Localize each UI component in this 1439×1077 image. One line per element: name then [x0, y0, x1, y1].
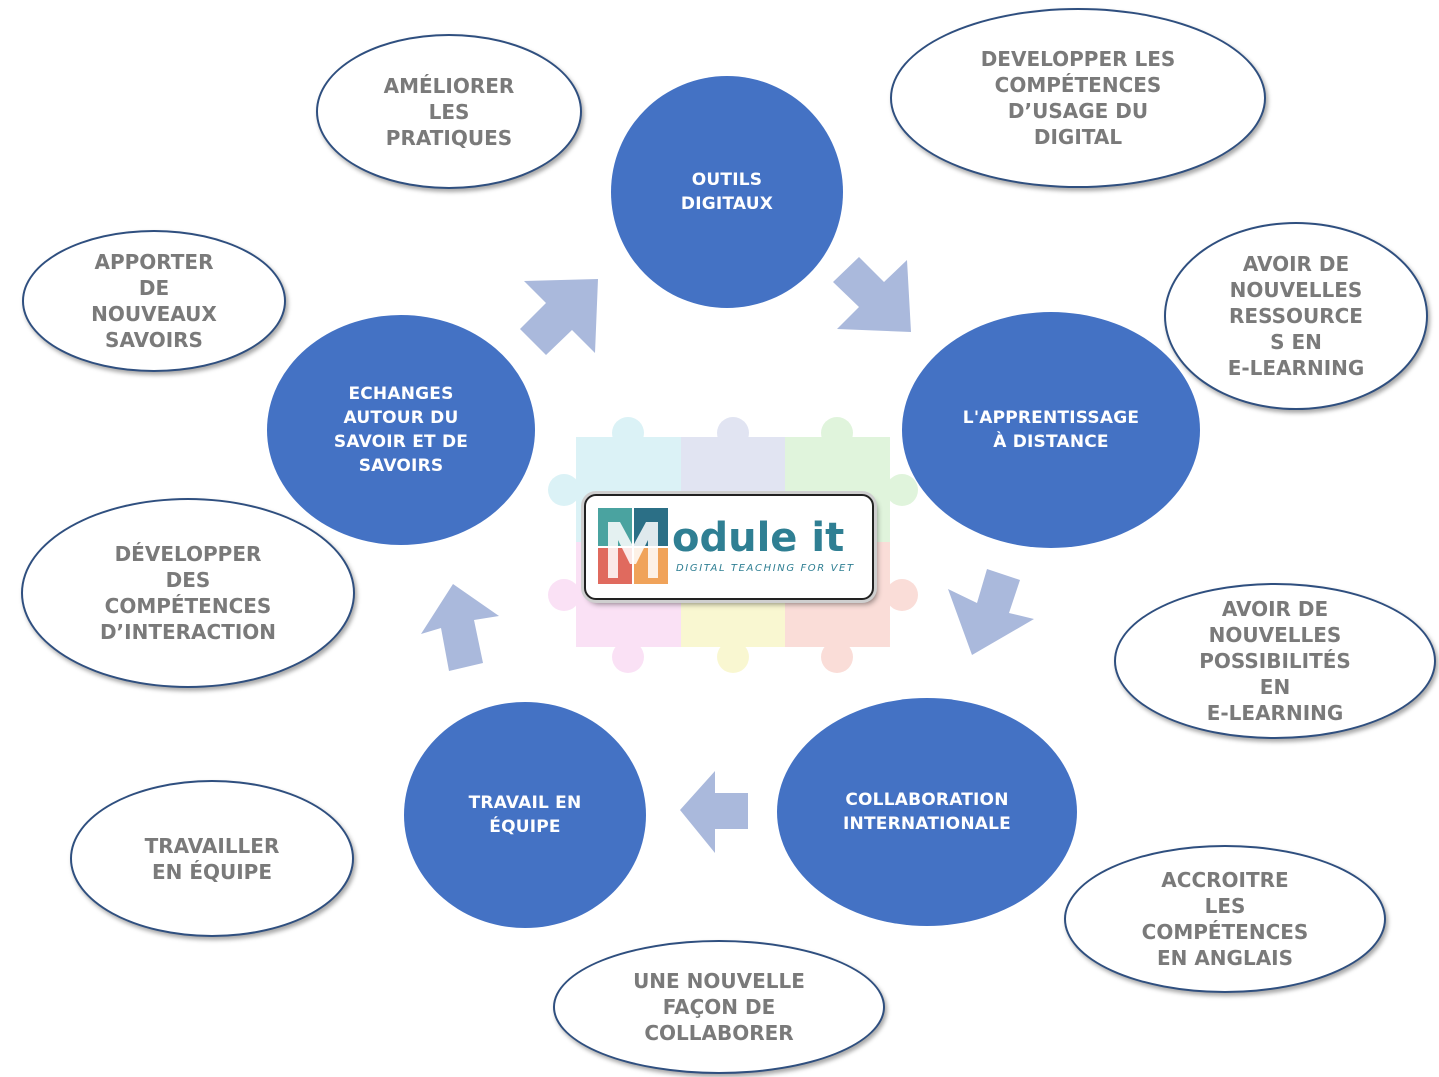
node-collaboration-internationale: COLLABORATION INTERNATIONALE [777, 698, 1077, 926]
logo-wordmark: odule it [672, 515, 845, 561]
bubble-anglais-label: ACCROITRE LES COMPÉTENCES EN ANGLAIS [1141, 868, 1309, 970]
bubble-interaction-label: DÉVELOPPER DES COMPÉTENCES D’INTERACTION [99, 542, 277, 644]
bubble-developper-digital-label: DEVELOPPER LES COMPÉTENCES D’USAGE DU DI… [980, 47, 1176, 149]
bubble-ameliorer-pratiques: AMÉLIORER LES PRATIQUES [316, 34, 582, 189]
bubble-developper-digital: DEVELOPPER LES COMPÉTENCES D’USAGE DU DI… [890, 8, 1266, 188]
arrow-to-apprentissage [833, 257, 911, 332]
node-apprentissage-label: L'APPRENTISSAGE À DISTANCE [962, 408, 1140, 452]
bubble-competences-interaction: DÉVELOPPER DES COMPÉTENCES D’INTERACTION [21, 498, 355, 688]
node-travail-label: TRAVAIL EN ÉQUIPE [468, 793, 582, 837]
module-it-logo: odule it DIGITAL TEACHING FOR VET [584, 494, 874, 600]
bubble-travailler-label: TRAVAILLER EN ÉQUIPE [144, 833, 280, 884]
bubble-competences-anglais: ACCROITRE LES COMPÉTENCES EN ANGLAIS [1064, 845, 1386, 993]
node-apprentissage-a-distance: L'APPRENTISSAGE À DISTANCE [902, 312, 1200, 548]
bubble-collaborer-label: UNE NOUVELLE FAÇON DE COLLABORER [633, 969, 805, 1045]
arrow-to-echanges [421, 584, 499, 671]
arrow-to-travail [680, 771, 748, 853]
node-outils-digitaux: OUTILS DIGITAUX [611, 76, 843, 308]
arrow-to-collaboration [948, 569, 1034, 655]
node-collaboration-label: COLLABORATION INTERNATIONALE [843, 790, 1011, 834]
bubble-nouvelles-possibilites: AVOIR DE NOUVELLES POSSIBILITÉS EN E-LEA… [1114, 583, 1436, 739]
bubble-travailler-en-equipe: TRAVAILLER EN ÉQUIPE [70, 780, 354, 937]
bubble-nouveaux-savoirs: APPORTER DE NOUVEAUX SAVOIRS [22, 230, 286, 372]
bubble-savoirs-label: APPORTER DE NOUVEAUX SAVOIRS [91, 250, 217, 352]
node-echanges: ECHANGES AUTOUR DU SAVOIR ET DE SAVOIRS [267, 315, 535, 545]
arrow-to-outils [520, 279, 598, 355]
bubble-nouvelle-facon-collaborer: UNE NOUVELLE FAÇON DE COLLABORER [553, 940, 885, 1074]
module-m-icon [598, 508, 668, 584]
bubble-ressources-label: AVOIR DE NOUVELLES RESSOURCE S EN E-LEAR… [1227, 252, 1365, 380]
bubble-ameliorer-label: AMÉLIORER LES PRATIQUES [383, 73, 515, 150]
bubble-possibilites-label: AVOIR DE NOUVELLES POSSIBILITÉS EN E-LEA… [1199, 597, 1351, 725]
node-echanges-label: ECHANGES AUTOUR DU SAVOIR ET DE SAVOIRS [333, 384, 469, 476]
node-outils-digitaux-label: OUTILS DIGITAUX [680, 170, 774, 214]
node-travail-en-equipe: TRAVAIL EN ÉQUIPE [404, 702, 646, 928]
logo-tagline: DIGITAL TEACHING FOR VET [676, 563, 855, 574]
bubble-nouvelles-ressources: AVOIR DE NOUVELLES RESSOURCE S EN E-LEAR… [1164, 222, 1428, 410]
